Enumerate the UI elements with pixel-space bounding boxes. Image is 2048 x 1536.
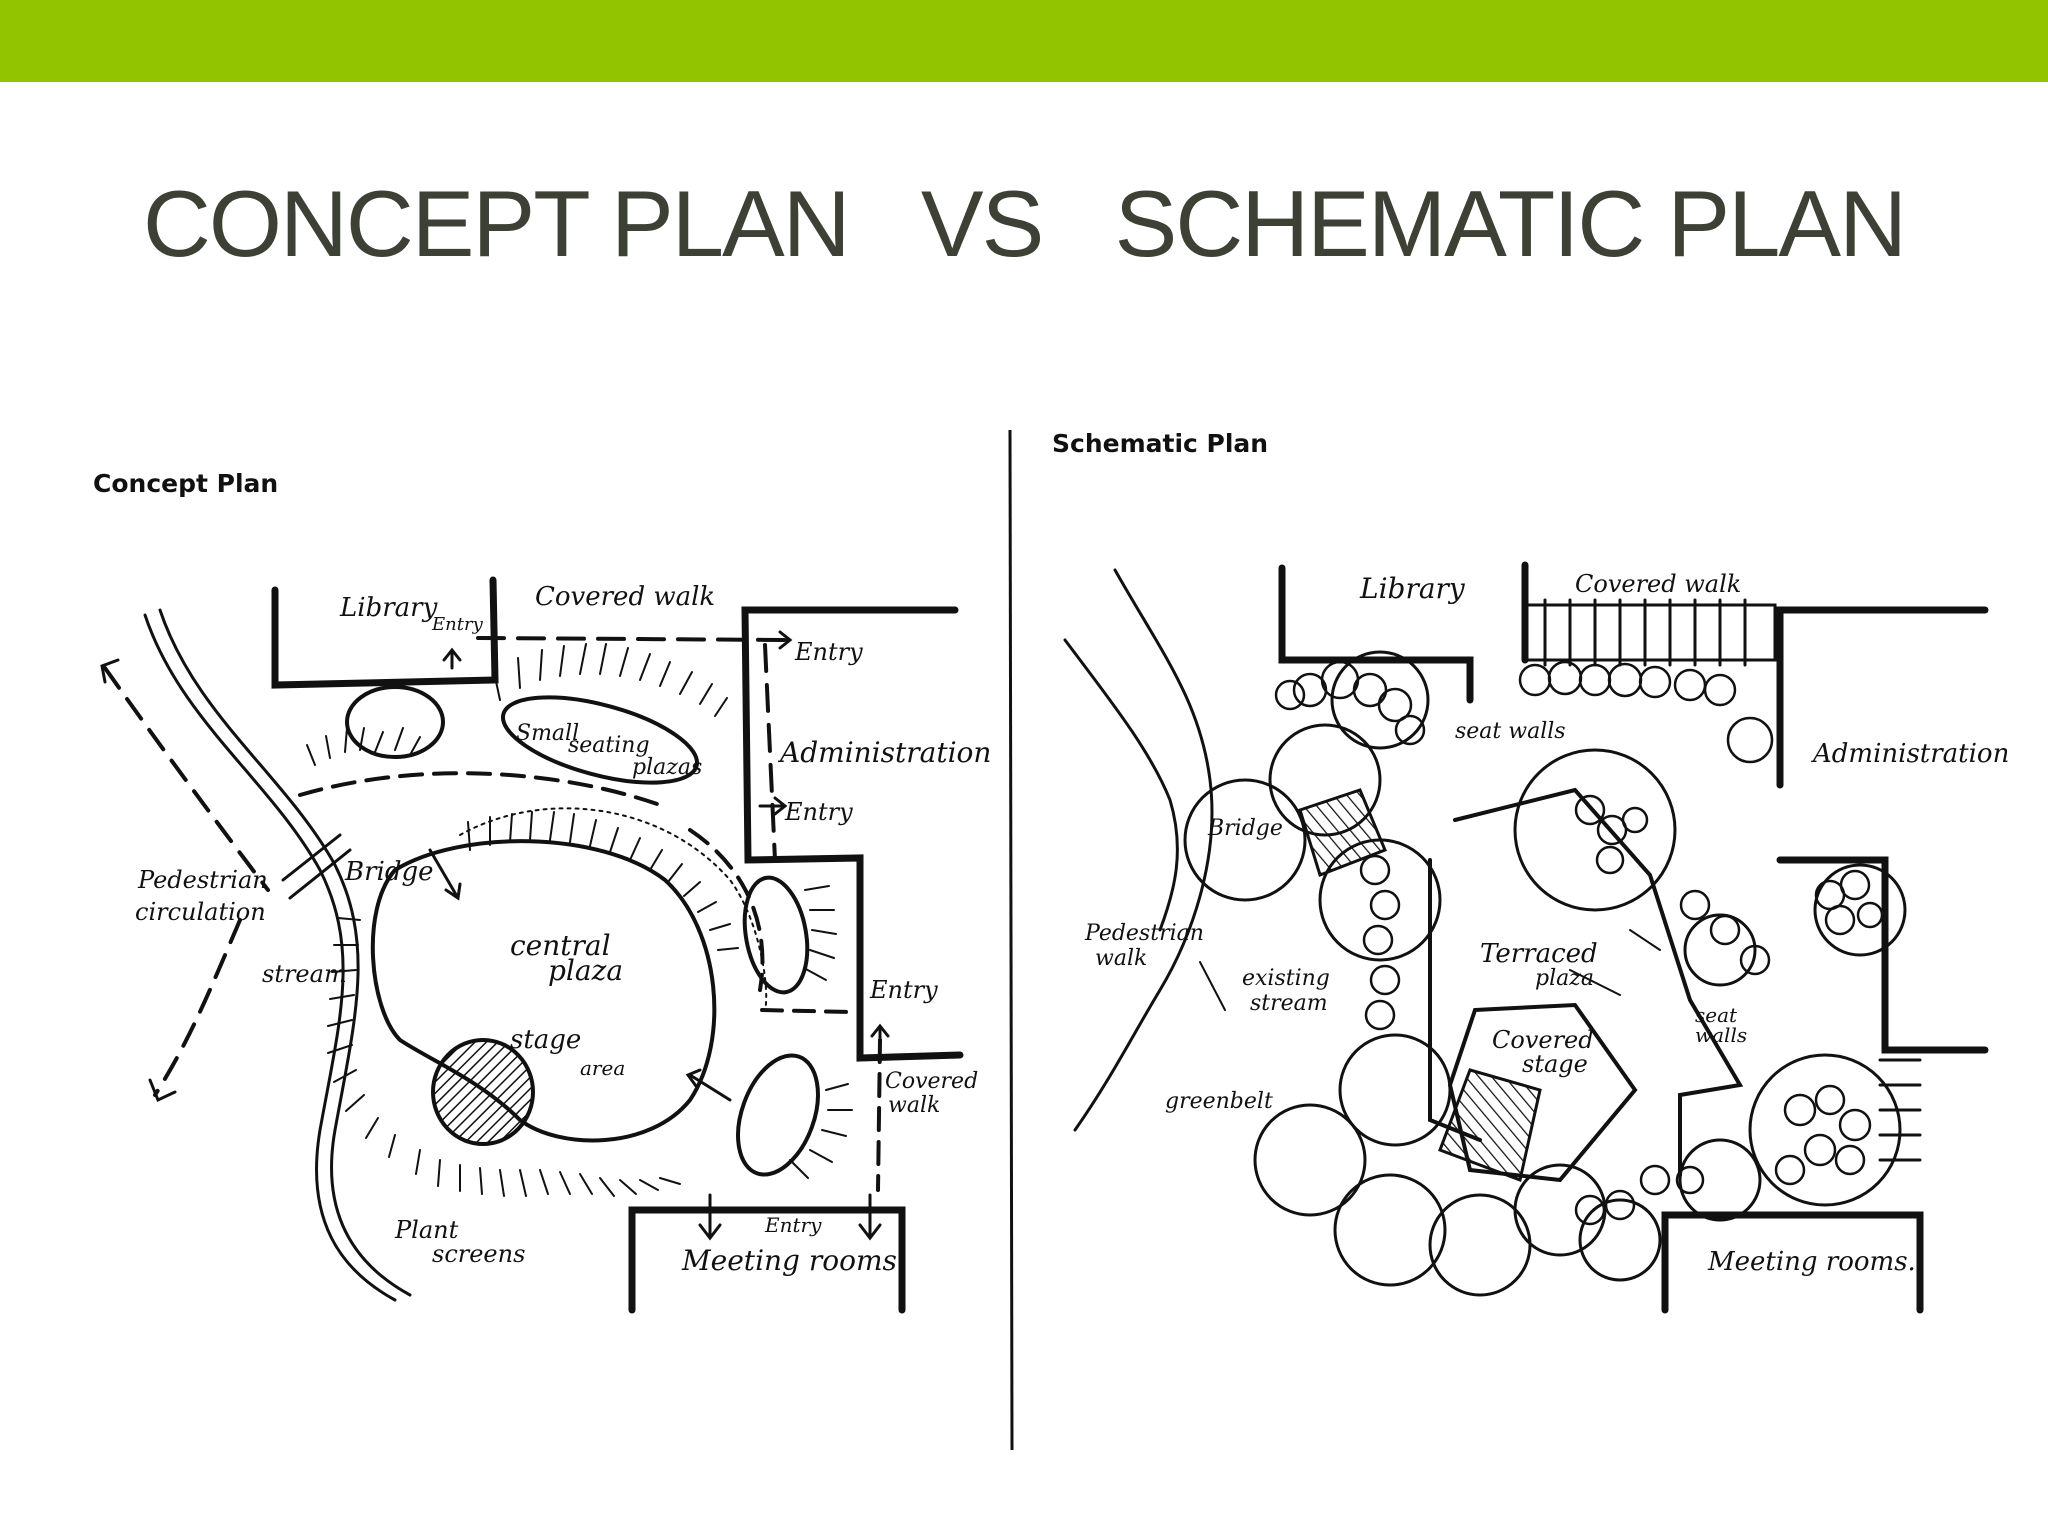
administration-building [741,606,964,1062]
label-covered-walk-s: Covered walk [1575,570,1741,598]
label-pedestrian: Pedestrian [137,866,268,894]
label-bridge: Bridge [344,857,434,887]
label-stream-s: stream [1250,991,1328,1016]
label-covered-walk: Covered walk [535,582,715,612]
label-library: Library [339,593,438,623]
label-walk-s: walk [1095,946,1147,971]
label-plaza: plaza [548,954,623,987]
label-pedestrian-s: Pedestrian [1084,921,1204,946]
label-central: central [510,929,611,962]
label-library-entry: Entry [431,614,484,635]
label-seat: seat [1695,1003,1738,1027]
label-administration: Administration [777,736,991,769]
label-entry-top: Entry [794,638,863,666]
schematic-plan-heading: Schematic Plan [1052,429,1268,458]
stage-area [431,1038,535,1146]
label-seat-walls-top: seat walls [1455,719,1566,744]
label-library-s: Library [1359,572,1466,605]
meeting-rooms-building-s [1661,1211,1924,1314]
label-stage: stage [510,1025,581,1055]
meeting-rooms-building [628,1206,906,1314]
concept-plan-heading: Concept Plan [93,469,278,498]
shrub-clusters [1274,660,1884,1226]
label-walk: walk [888,1093,940,1118]
label-area: area [580,1056,625,1080]
label-bridge-s: Bridge [1207,816,1283,841]
label-plant: Plant [394,1216,459,1244]
label-plazas: plazas [632,755,702,780]
label-entry-admin: Entry [784,798,853,826]
label-stream: stream [262,960,347,988]
label-greenbelt: greenbelt [1165,1089,1273,1114]
label-meeting-rooms: Meeting rooms [681,1244,897,1277]
label-covered-s: Covered [1492,1026,1594,1054]
label-entry-right: Entry [869,976,938,1004]
label-plaza-s: plaza [1535,966,1594,991]
central-plaza [370,839,717,1143]
label-stage-s: stage [1522,1050,1588,1078]
covered-walk-path [476,636,792,642]
library-building-s [1278,564,1474,704]
schematic-plan: Schematic Plan [1052,429,2009,1314]
label-administration-s: Administration [1811,739,2009,769]
administration-building-s [1776,606,1989,789]
label-terraced: Terraced [1480,939,1598,969]
accent-bar [0,0,2048,82]
plan-divider [1008,429,1014,1451]
label-walls: walls [1695,1023,1747,1047]
label-meeting-rooms-s: Meeting rooms. [1707,1247,1916,1277]
label-circulation: circulation [135,898,266,926]
library-building [271,576,499,689]
label-existing: existing [1242,966,1330,991]
slide-title: CONCEPT PLAN VS SCHEMATIC PLAN [143,171,1907,276]
label-entry-bottom: Entry [764,1213,822,1237]
label-small: Small [516,721,579,746]
label-seating: seating [568,733,650,758]
label-covered: Covered [885,1069,978,1094]
label-screens: screens [432,1240,525,1268]
concept-plan: Concept Plan [93,469,991,1314]
